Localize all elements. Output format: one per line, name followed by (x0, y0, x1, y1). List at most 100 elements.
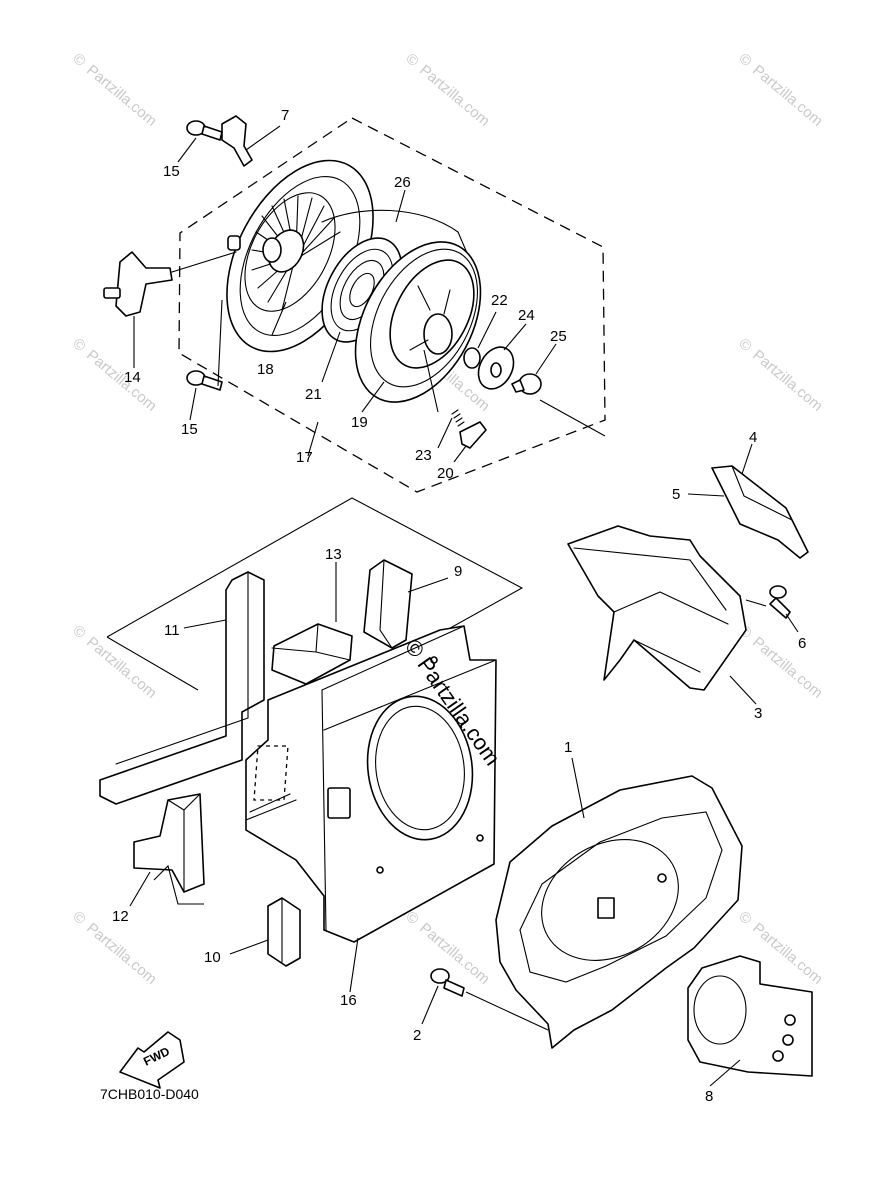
bolt-15-bottom (186, 370, 223, 391)
ratchet-spring (451, 409, 465, 427)
leader-10 (229, 939, 269, 955)
watermark-2: © Partzilla.com (402, 50, 492, 130)
seal-strip-11 (99, 571, 265, 805)
callout-24: 24 (518, 307, 535, 324)
callout-19: 19 (351, 414, 368, 431)
svg-text:Partzilla.com: Partzilla.com (416, 62, 493, 130)
leader-15-top (177, 137, 197, 163)
bolt-6-guide (745, 599, 767, 607)
callout-14: 14 (124, 369, 141, 386)
foam-pad-12 (133, 793, 205, 893)
foam-12-bracket (153, 864, 204, 905)
callout-23: 23 (415, 447, 432, 464)
leader-6 (785, 613, 799, 633)
svg-text:©: © (69, 335, 88, 355)
fan-cap (687, 955, 813, 1077)
shroud-frame-line (106, 497, 524, 647)
screw-guide-line (539, 399, 606, 437)
diagram-code: 7CHB010-D040 (100, 1086, 199, 1102)
callout-7: 7 (281, 107, 289, 124)
leader-20 (453, 445, 467, 463)
callout-15-bottom: 15 (181, 421, 198, 438)
watermark-3: © Partzilla.com (735, 50, 825, 130)
leader-4 (741, 443, 753, 475)
watermark-6: © Partzilla.com (735, 335, 825, 415)
leader-21 (321, 331, 341, 383)
callout-16: 16 (340, 992, 357, 1009)
leader-22 (477, 311, 497, 349)
fan-housing (245, 625, 497, 943)
svg-text:©: © (69, 50, 88, 70)
drive-pulley (354, 241, 482, 403)
rope-end (171, 251, 237, 273)
foam-pad-13 (271, 623, 353, 685)
svg-text:Partzilla.com: Partzilla.com (83, 62, 160, 130)
svg-text:©: © (735, 335, 754, 355)
shroud-cover (567, 525, 747, 691)
svg-text:Partzilla.com: Partzilla.com (83, 634, 160, 702)
foam-pad-9 (363, 559, 413, 649)
starter-rope (321, 209, 471, 261)
callout-11: 11 (164, 622, 180, 639)
foam-pad-10 (267, 897, 301, 967)
starter-handle (103, 251, 173, 317)
leader-9 (407, 577, 449, 593)
pawl-guide-line (423, 349, 439, 413)
callout-21: 21 (305, 386, 322, 403)
starter-assembly-outline (178, 117, 606, 493)
leader-25 (535, 343, 557, 375)
callout-17: 17 (296, 449, 313, 466)
svg-text:Partzilla.com: Partzilla.com (749, 62, 826, 130)
leader-26 (395, 189, 406, 223)
svg-text:Partzilla.com: Partzilla.com (83, 347, 160, 415)
ratchet-pawl (459, 421, 487, 449)
callout-13: 13 (325, 546, 342, 563)
svg-text:©: © (69, 908, 88, 928)
callout-12: 12 (112, 908, 129, 925)
bolt-2 (430, 968, 465, 997)
rope-guide (221, 115, 253, 167)
callout-2: 2 (413, 1027, 421, 1044)
fwd-arrow-icon: FWD (119, 1031, 185, 1089)
watermark-8: © Partzilla.com (735, 622, 825, 702)
ratchet-screw (511, 373, 542, 395)
friction-plate (477, 346, 515, 390)
callout-9: 9 (454, 563, 462, 580)
callout-18: 18 (257, 361, 274, 378)
leader-7 (245, 125, 281, 151)
leader-8 (709, 1059, 741, 1087)
callout-20: 20 (437, 465, 454, 482)
leader-2 (421, 985, 439, 1025)
callout-25: 25 (550, 328, 567, 345)
callout-5: 5 (672, 486, 680, 503)
svg-text:©: © (402, 50, 421, 70)
callout-3: 3 (754, 705, 762, 722)
callout-8: 8 (705, 1088, 713, 1105)
leader-24 (503, 323, 527, 351)
leader-15-bottom (189, 387, 197, 421)
circlip (463, 347, 481, 369)
fan-cover (495, 775, 743, 1049)
callout-6: 6 (798, 635, 806, 652)
callout-26: 26 (394, 174, 411, 191)
svg-text:©: © (69, 622, 88, 642)
leader-11 (183, 619, 227, 629)
watermark-7: © Partzilla.com (69, 622, 159, 702)
callout-4: 4 (749, 429, 757, 446)
callout-22: 22 (491, 292, 508, 309)
callout-1: 1 (564, 739, 572, 756)
leader-16 (349, 937, 359, 993)
watermark-4: © Partzilla.com (69, 335, 159, 415)
cover-bracket (711, 465, 809, 559)
leader-3 (729, 675, 757, 705)
bolt-guide-line (217, 299, 223, 387)
svg-text:©: © (735, 908, 754, 928)
leader-5 (687, 493, 725, 497)
leader-1 (571, 757, 585, 819)
svg-text:Partzilla.com: Partzilla.com (749, 634, 826, 702)
svg-text:Partzilla.com: Partzilla.com (749, 347, 826, 415)
leader-19 (361, 381, 385, 413)
leader-18 (271, 301, 287, 336)
svg-text:©: © (735, 50, 754, 70)
